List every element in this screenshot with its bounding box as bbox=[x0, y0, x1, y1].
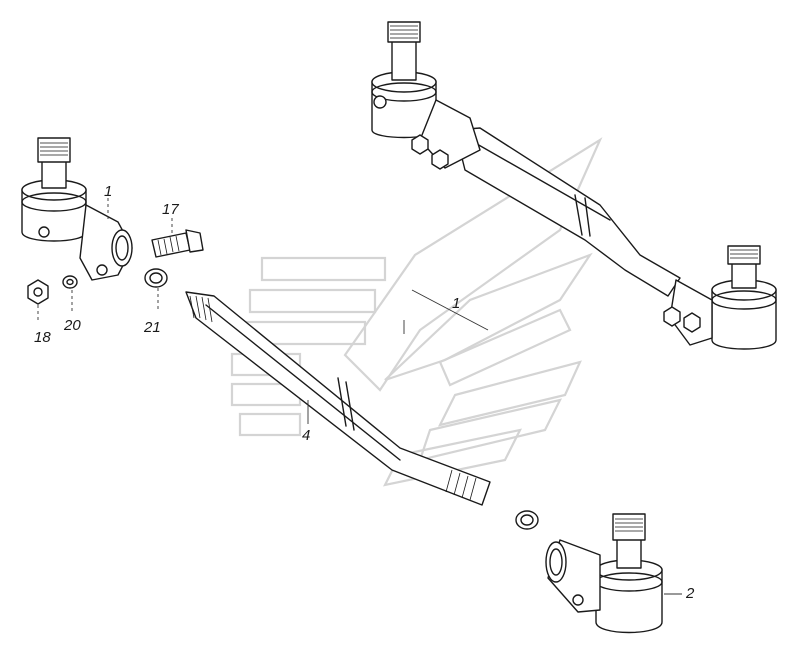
bushing-21 bbox=[144, 268, 168, 288]
leader-lines bbox=[37, 198, 682, 595]
callout-2: 2 bbox=[685, 585, 695, 602]
callout-assembly: 1 bbox=[452, 295, 460, 312]
tie-rod-assembly bbox=[371, 21, 777, 350]
callout-18: 18 bbox=[34, 329, 51, 346]
nut-18 bbox=[27, 279, 49, 305]
tie-rod-threaded bbox=[185, 291, 491, 506]
callout-17: 17 bbox=[162, 201, 179, 218]
callout-4: 4 bbox=[302, 427, 310, 444]
callout-1: 1 bbox=[104, 183, 112, 200]
callout-21: 21 bbox=[143, 319, 161, 336]
washer-20 bbox=[62, 275, 78, 289]
tie-rod-end-left bbox=[21, 137, 133, 281]
callout-20: 20 bbox=[63, 317, 81, 334]
bushing-lower bbox=[515, 510, 539, 530]
bolt-17 bbox=[151, 229, 204, 258]
tie-rod-end-right bbox=[545, 513, 663, 634]
watermark-logo bbox=[230, 137, 603, 487]
